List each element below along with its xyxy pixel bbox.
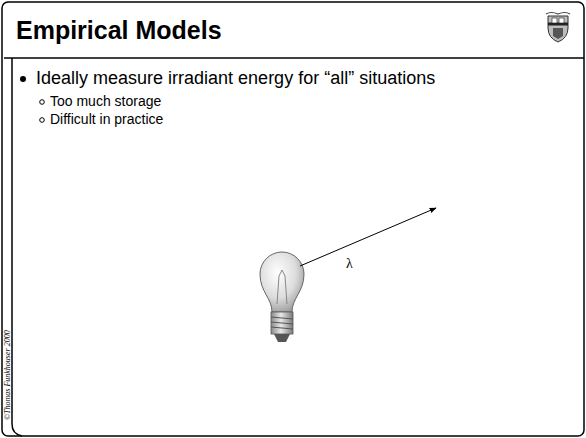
symbol-label: λ [346, 256, 353, 272]
bullet-text: Ideally measure irradiant energy for “al… [36, 68, 435, 89]
sub-bullet-text: Difficult in practice [50, 111, 163, 127]
light-ray [300, 208, 436, 266]
light-bulb [260, 252, 304, 342]
bullet-dot [20, 76, 26, 82]
sub-bullet-text: Too much storage [50, 93, 161, 109]
sub-bullet [40, 118, 45, 123]
copyright-note: ©Thomas Funkhouser 2000 [3, 330, 12, 420]
slide-title: Empirical Models [16, 16, 222, 45]
crest-icon [546, 13, 570, 43]
sub-bullet [40, 100, 45, 105]
